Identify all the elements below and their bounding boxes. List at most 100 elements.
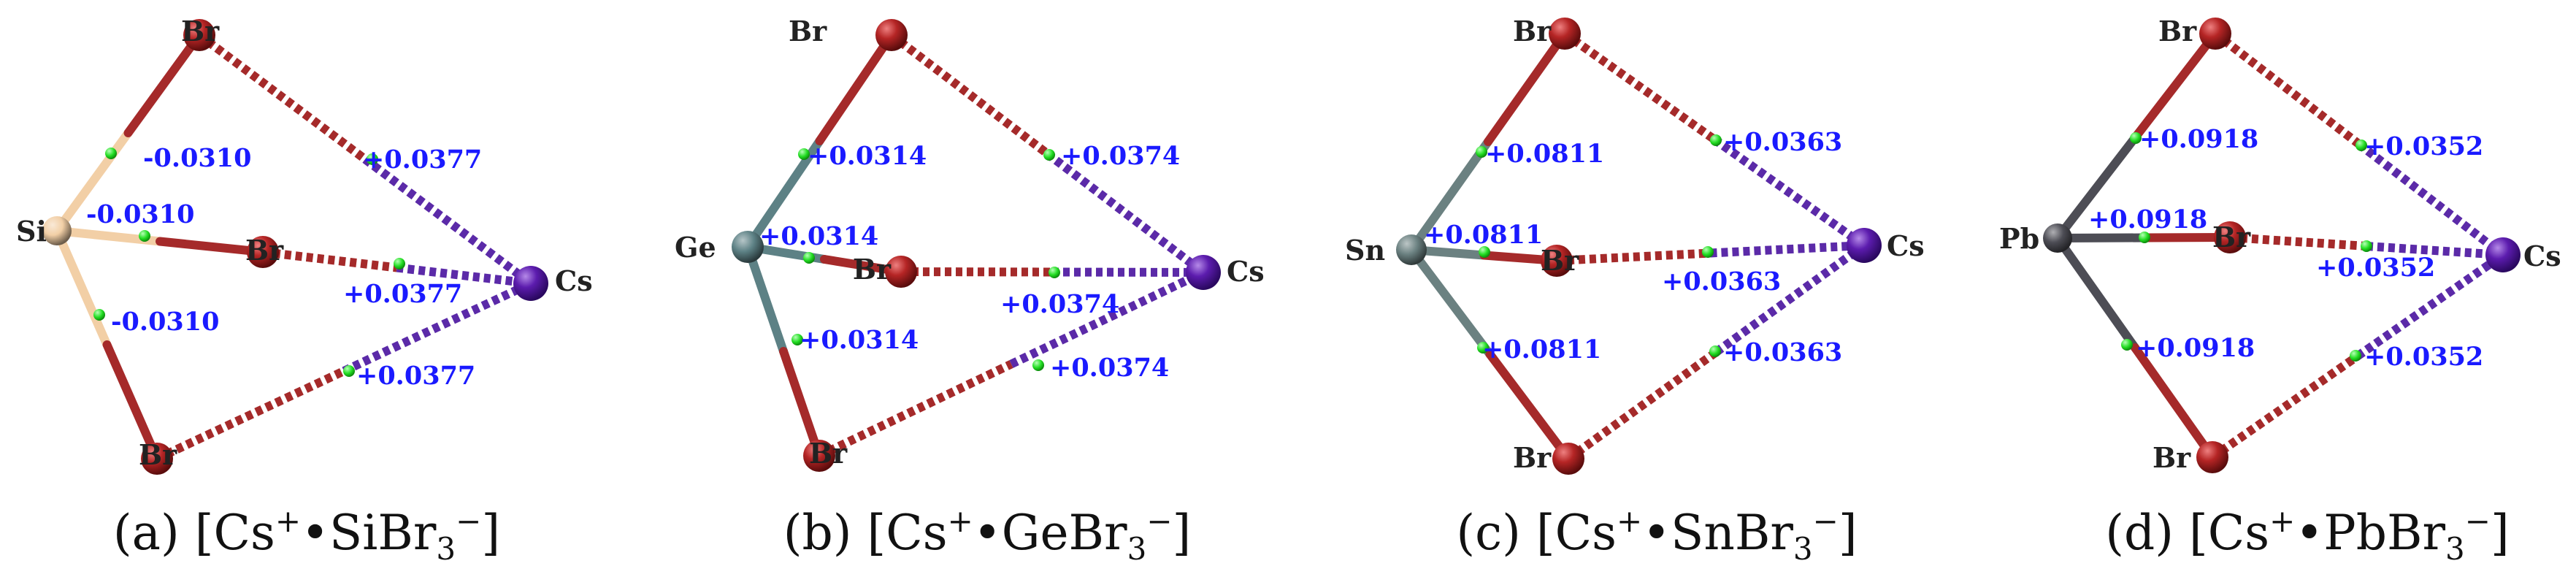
center-br-bcp-bottom [93,309,105,321]
br-label-bottom: Br [1513,441,1552,474]
caption-dot: • [973,505,1002,561]
center-half-bond [2053,131,2141,242]
br-cs-interaction-middle [2229,233,2504,259]
br-half-bond [1484,29,1569,146]
caption-sub-3: 3 [1793,531,1813,567]
caption-sup-minus: − [1146,503,1172,539]
cs-atom [1186,255,1221,290]
br-cs-interaction-middle [1556,241,1865,265]
bcp-value-br-cs-bottom: +0.0363 [1723,337,1842,367]
cs-half-dashed-bond [1710,241,1865,258]
cs-half-dashed-bond [1044,150,1206,276]
br-label-bottom: Br [809,437,848,470]
caption-letter: (a) [113,505,195,561]
center-half-bond [2053,234,2139,352]
center-br-bcp-middle [2139,232,2150,243]
br-atom-bottom [803,440,835,472]
panel-a: SiBrBrBrCs-0.0310-0.0310-0.0310+0.0377+0… [16,15,593,567]
caption-sup-minus: − [456,503,481,539]
bcp-value-br-cs-top: +0.0377 [363,145,482,175]
center-br-bcp-middle [803,252,815,264]
bcp-value-center-br-top: +0.0314 [808,141,927,171]
br-half-dashed-bond [2209,352,2361,461]
br-cs-bcp-bottom [1032,359,1044,371]
br-half-bond [156,237,267,256]
bcp-value-br-cs-middle: +0.0352 [2316,253,2435,283]
center-atom-label: Sn [1345,234,1385,267]
br-atom-top [2199,18,2231,50]
bcp-value-center-br-bottom: -0.0310 [111,307,219,337]
br-half-dashed-bond [2229,233,2367,251]
cs-label: Cs [2523,240,2561,272]
br-cs-interaction-bottom [2209,251,2506,461]
br-label-middle: Br [853,253,892,286]
br-half-bond [2131,343,2217,462]
bcp-value-br-cs-middle: +0.0363 [1662,267,1781,297]
br-half-dashed-bond [817,360,1013,460]
bcp-value-center-br-middle: -0.0310 [86,199,194,229]
br-label-bottom: Br [2153,441,2191,474]
center-br-bcp-middle [1479,246,1490,258]
center-br-bond-bottom [2053,234,2217,462]
br-cs-bcp-middle [1049,267,1060,278]
center-atom-label: Ge [675,231,716,264]
center-atom-ge [732,231,764,263]
bcp-value-center-br-middle: +0.0314 [759,221,878,251]
caption-sub-3: 3 [436,531,456,567]
cs-half-dashed-bond [1713,242,1867,356]
br-half-dashed-bond [1556,248,1711,265]
cs-atom [2485,237,2521,272]
br-half-dashed-bond [155,367,346,463]
bcp-value-center-br-middle: +0.0918 [2088,205,2207,234]
center-br-bond-top [1407,29,1569,254]
cs-half-dashed-bond [2356,140,2506,259]
br-label-middle: Br [2212,221,2251,253]
br-half-dashed-bond [1565,348,1720,462]
bcp-value-center-br-bottom: +0.0918 [2136,333,2255,363]
center-br-bcp-bottom [2121,339,2133,351]
br-atom-middle [247,236,279,268]
cs-half-dashed-bond [2366,242,2504,259]
br-atom-top [1549,18,1581,50]
caption-sup-minus: − [1813,503,1839,539]
br-cs-interaction-bottom [817,268,1205,460]
br-half-bond [1485,350,1573,463]
cs-label: Cs [1887,229,1925,262]
caption-dot: • [1642,505,1671,561]
cs-half-dashed-bond [1051,267,1204,277]
br-atom-top [875,19,908,51]
bcp-value-center-br-top: +0.0918 [2139,124,2258,154]
br-cs-bcp-middle [2361,240,2372,252]
caption-sup-minus: − [2465,503,2491,539]
br-cs-bcp-middle [1702,246,1714,258]
br-half-bond [2132,29,2220,140]
center-br-bond-bottom [743,242,824,460]
br-half-dashed-bond [262,248,398,272]
br-label-middle: Br [1541,244,1579,277]
center-br-bond-bottom [1407,245,1573,463]
br-cs-bcp-bottom [343,365,355,377]
center-br-bond-top [2053,29,2220,242]
center-br-bcp-top [2130,132,2142,144]
center-half-bond [1407,137,1492,254]
br-atom-middle [885,256,917,288]
panel-b: GeBrBrBrCs+0.0314+0.0314+0.0314+0.0374+0… [675,15,1265,567]
cs-half-dashed-bond [362,156,534,287]
center-br-bond-bottom [53,226,161,463]
caption-dot: • [2295,505,2323,561]
br-half-bond [123,31,204,137]
caption-sub-3: 3 [1127,531,1147,567]
caption-formula: SnBr [1671,505,1793,561]
panel-caption-a: (a) [Cs+•SiBr3−] [113,503,500,567]
bcp-value-center-br-bottom: +0.0314 [800,325,919,355]
br-label-top: Br [2158,15,2197,47]
panel-caption-d: (d) [Cs+•PbBr3−] [2105,503,2509,567]
br-half-dashed-bond [196,31,368,163]
br-cs-bcp-top [1043,149,1055,161]
cs-half-dashed-bond [396,263,532,288]
caption-sup-plus: + [948,503,973,539]
caption-open: [Cs [867,505,947,561]
br-atom-bottom [141,443,173,475]
cs-half-dashed-bond [1711,136,1867,249]
bcp-value-br-cs-bottom: +0.0352 [2364,342,2483,372]
